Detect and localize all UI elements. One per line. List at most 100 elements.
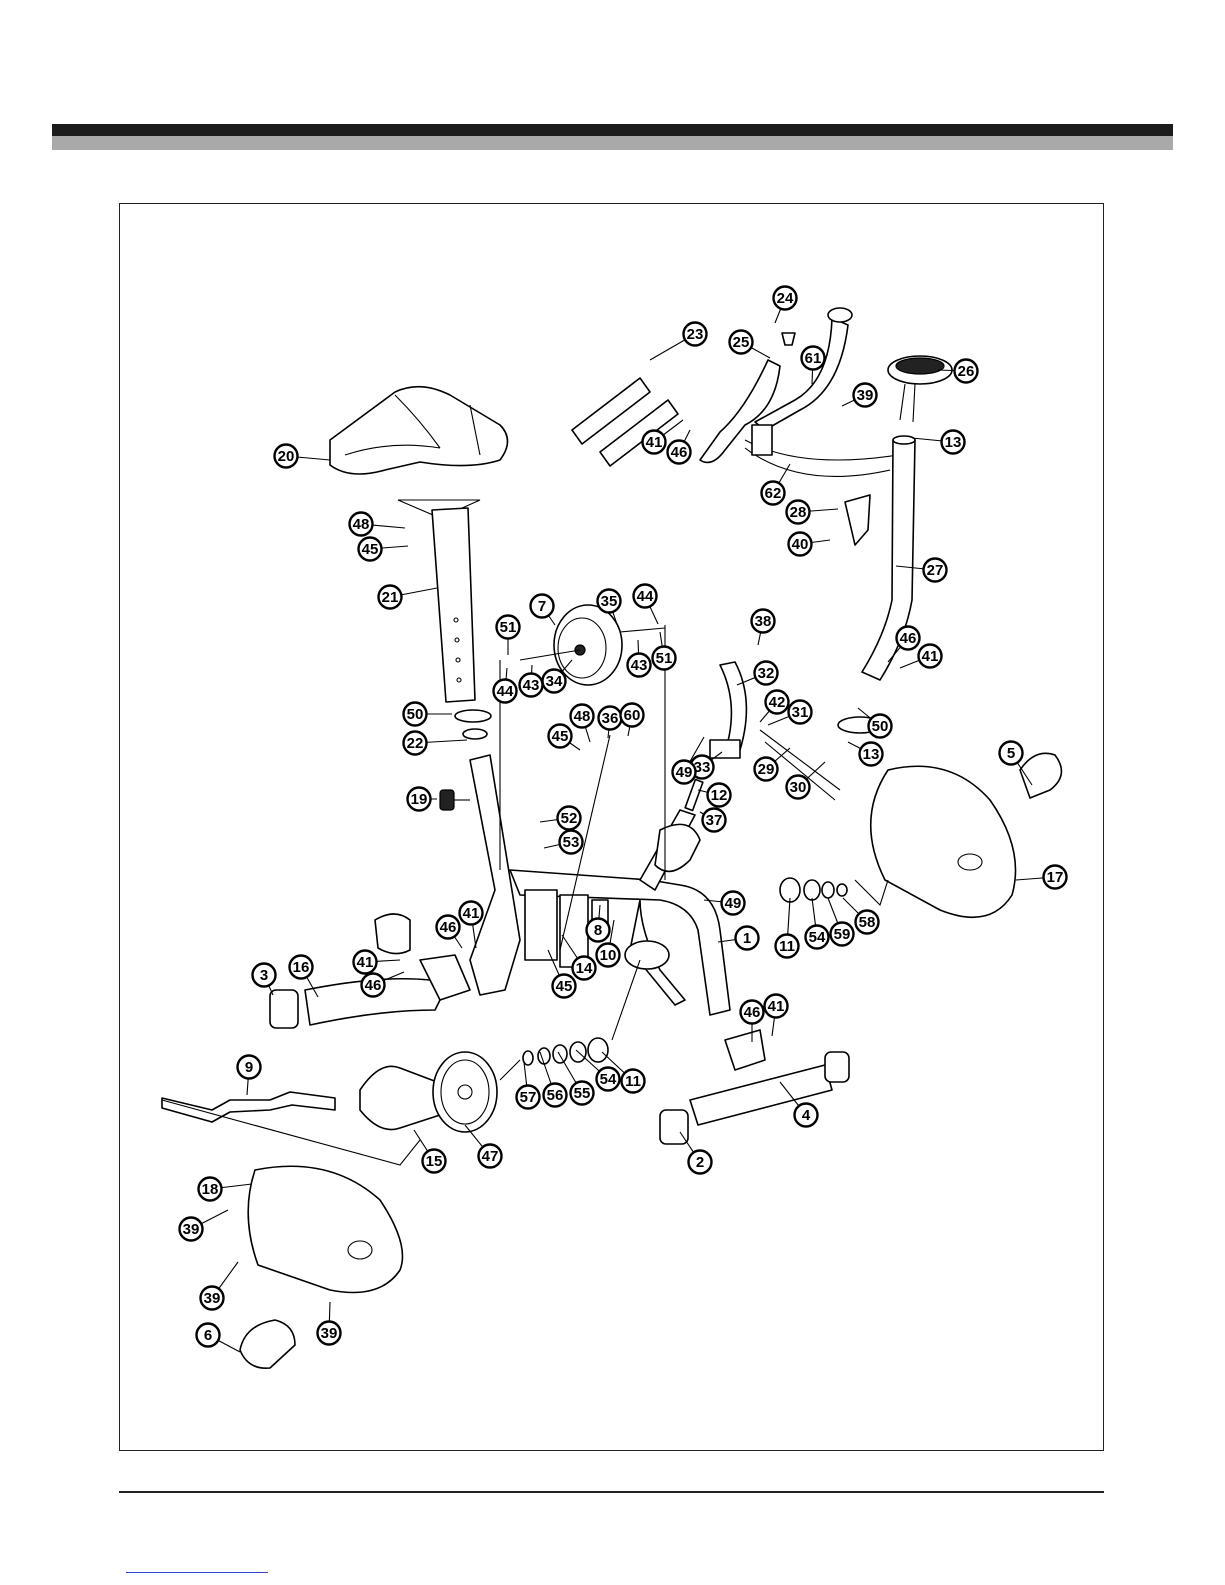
callout-c47: 47 — [479, 1145, 502, 1168]
callout-number: 48 — [574, 708, 591, 725]
callout-c34: 34 — [543, 670, 566, 693]
callout-number: 62 — [765, 485, 782, 502]
end-cap-rear — [825, 1052, 849, 1082]
seat-part — [330, 387, 508, 518]
callout-number: 19 — [411, 791, 428, 808]
callout-number: 49 — [676, 764, 693, 781]
callout-c45b: 45 — [549, 725, 572, 748]
callout-c48b: 48 — [571, 705, 594, 728]
callout-number: 6 — [204, 1327, 212, 1344]
callout-c57: 57 — [517, 1086, 540, 1109]
callout-number: 42 — [769, 694, 786, 711]
callout-number: 49 — [725, 895, 742, 912]
callout-number: 18 — [202, 1181, 219, 1198]
callout-c50b: 50 — [869, 715, 892, 738]
callout-number: 29 — [758, 761, 775, 778]
callout-c36: 36 — [599, 707, 622, 730]
bearing-set-left — [523, 1038, 608, 1065]
callout-c8: 8 — [587, 919, 610, 942]
callout-c44a: 44 — [494, 680, 517, 703]
callout-number: 52 — [561, 810, 578, 827]
crank-pulley-part — [433, 1052, 497, 1132]
callout-number: 7 — [538, 598, 546, 615]
callout-number: 41 — [646, 434, 663, 451]
callout-number: 1 — [743, 930, 751, 947]
callout-number: 50 — [407, 706, 424, 723]
callout-c41d: 41 — [354, 951, 377, 974]
callout-number: 41 — [357, 954, 374, 971]
callout-c11a: 11 — [776, 935, 799, 958]
callout-number: 22 — [407, 735, 424, 752]
callout-number: 26 — [958, 363, 975, 380]
callout-c1: 1 — [736, 927, 759, 950]
callout-number: 54 — [600, 1071, 617, 1088]
callout-number: 32 — [758, 665, 775, 682]
callout-c41e: 41 — [765, 995, 788, 1018]
left-pedal-part — [240, 1320, 295, 1368]
callout-number: 39 — [183, 1221, 200, 1238]
callout-c32: 32 — [755, 662, 778, 685]
callout-c52: 52 — [558, 807, 581, 830]
callout-number: 48 — [353, 516, 370, 533]
callout-c6: 6 — [197, 1324, 220, 1347]
callout-c50a: 50 — [404, 703, 427, 726]
callout-number: 28 — [790, 504, 807, 521]
callout-number: 8 — [594, 922, 602, 939]
callout-number: 2 — [696, 1154, 704, 1171]
callout-number: 11 — [779, 938, 795, 955]
plug-24 — [782, 333, 795, 345]
callout-number: 10 — [600, 947, 617, 964]
callout-number: 55 — [574, 1085, 591, 1102]
callout-c5: 5 — [1000, 742, 1023, 765]
footer-link-underline[interactable] — [126, 1572, 268, 1573]
callout-c29: 29 — [755, 758, 778, 781]
callout-c22: 22 — [404, 732, 427, 755]
callout-c42: 42 — [766, 691, 789, 714]
callout-number: 30 — [790, 779, 807, 796]
callout-c10: 10 — [597, 944, 620, 967]
callout-number: 50 — [872, 718, 889, 735]
callout-c24: 24 — [774, 287, 797, 310]
callout-c11b: 11 — [622, 1070, 645, 1093]
callout-c45a: 45 — [359, 538, 382, 561]
callout-c7: 7 — [531, 595, 554, 618]
callout-c16: 16 — [290, 956, 313, 979]
callout-number: 61 — [805, 350, 822, 367]
callout-c41c: 41 — [460, 902, 483, 925]
callout-number: 36 — [602, 710, 619, 727]
callout-number: 41 — [922, 648, 939, 665]
drive-belt-part — [360, 1066, 445, 1129]
callout-number: 20 — [278, 448, 295, 465]
callout-c51a: 51 — [497, 616, 520, 639]
callout-c41b: 41 — [919, 645, 942, 668]
callout-c4: 4 — [795, 1104, 818, 1127]
console-part — [888, 356, 952, 422]
callout-number: 16 — [293, 959, 310, 976]
callout-number: 23 — [687, 326, 704, 343]
callout-number: 45 — [552, 728, 569, 745]
callout-c43a: 43 — [520, 674, 543, 697]
callout-c46d: 46 — [362, 974, 385, 997]
callout-number: 53 — [563, 834, 580, 851]
seat-post-bushing-50 — [455, 710, 491, 722]
callout-c38: 38 — [752, 610, 775, 633]
callout-number: 3 — [260, 967, 268, 984]
callout-c37: 37 — [703, 809, 726, 832]
callout-number: 56 — [547, 1087, 564, 1104]
callout-number: 43 — [631, 657, 648, 674]
callout-c39d: 39 — [318, 1322, 341, 1345]
callout-c41a: 41 — [643, 431, 666, 454]
end-cap-3 — [270, 990, 298, 1028]
callout-c62: 62 — [762, 482, 785, 505]
callout-c45c: 45 — [553, 975, 576, 998]
end-cap-2 — [660, 1110, 688, 1144]
callout-c19: 19 — [408, 788, 431, 811]
callout-c2: 2 — [689, 1151, 712, 1174]
callout-c44b: 44 — [634, 585, 657, 608]
callout-c21: 21 — [379, 586, 402, 609]
callout-number: 51 — [656, 650, 673, 667]
callout-number: 9 — [245, 1059, 253, 1076]
callout-number: 59 — [834, 926, 851, 943]
callout-c23: 23 — [684, 323, 707, 346]
